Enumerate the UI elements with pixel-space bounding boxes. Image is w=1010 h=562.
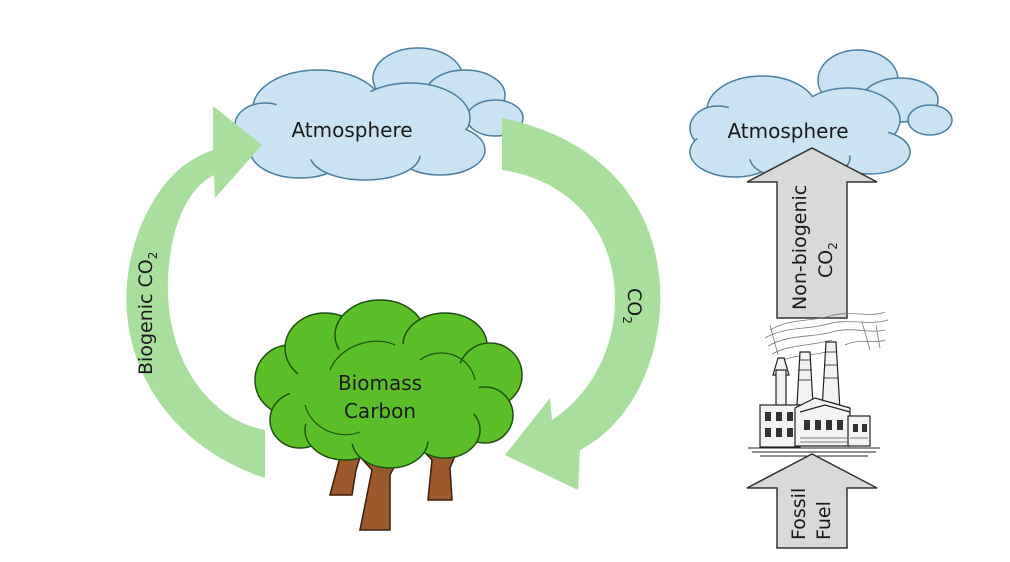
biogenic-co2-arrow: Biogenic CO2 (126, 106, 265, 478)
biogenic-co2-label: Biogenic CO2 (135, 252, 160, 375)
co2-release-arrow: CO2 (502, 118, 661, 490)
biomass-trees: Biomass Carbon (254, 299, 523, 531)
fossil-fuel-arrow: Fossil Fuel (746, 453, 878, 549)
co2-release-label: CO2 (620, 288, 645, 324)
left-atmosphere-label: Atmosphere (291, 118, 412, 142)
right-atmosphere-cloud: Atmosphere (689, 49, 953, 181)
right-atmosphere-label: Atmosphere (727, 119, 848, 143)
biomass-label-line2: Carbon (344, 399, 416, 423)
non-biogenic-label-line2: CO2 (815, 242, 840, 278)
factory-illustration (748, 311, 889, 457)
biomass-label-line1: Biomass (338, 371, 422, 395)
fossil-fuel-label-line1: Fossil (788, 488, 810, 540)
fossil-fuel-label-line2: Fuel (813, 501, 835, 540)
non-biogenic-co2-arrow: Non-biogenic CO2 (746, 147, 878, 319)
left-atmosphere-cloud: Atmosphere (234, 47, 524, 181)
non-biogenic-label-line1: Non-biogenic (789, 185, 811, 310)
